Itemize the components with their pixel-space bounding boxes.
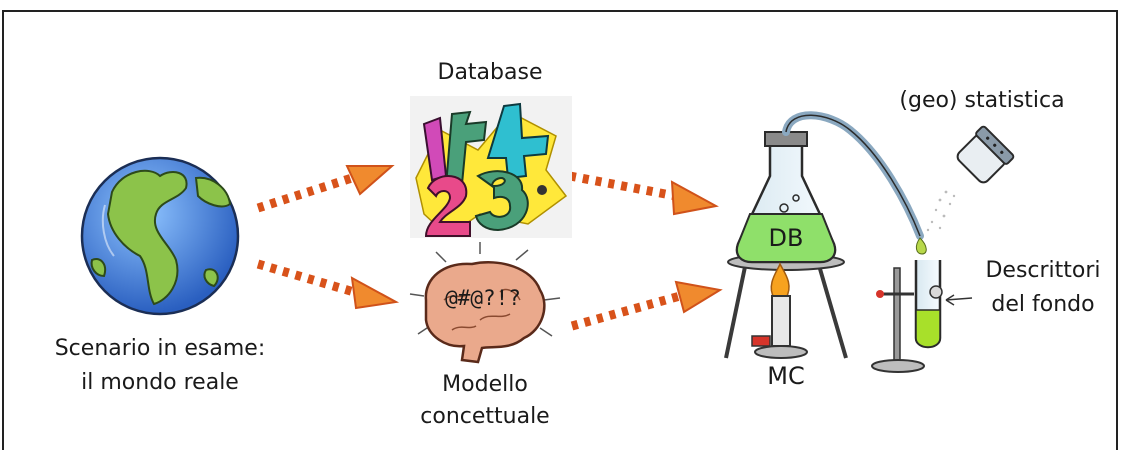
lab-apparatus-icon: DB MC xyxy=(724,111,1015,390)
database-label: Database xyxy=(437,60,543,85)
arrow-database-to-lab xyxy=(569,171,719,216)
database-numbers-icon xyxy=(410,96,572,238)
salt-shaker-icon xyxy=(926,125,1015,232)
scenario-label-line1: Scenario in esame: xyxy=(54,336,266,361)
scenario-label-line2: il mondo reale xyxy=(81,370,239,395)
brain-icon: @#@?!? xyxy=(409,242,561,364)
arrow-model-to-lab xyxy=(570,280,723,331)
burner-label: MC xyxy=(767,362,804,390)
arrow-world-to-database xyxy=(256,165,395,213)
brain-symbols-text: @#@?!? xyxy=(445,286,521,310)
descriptors-label-line1: Descrittori xyxy=(985,258,1101,283)
diagram-frame xyxy=(2,10,1118,450)
descriptors-label-line2: del fondo xyxy=(991,292,1095,317)
earth-icon xyxy=(80,156,240,316)
model-label-line2: concettuale xyxy=(420,404,550,429)
arrow-world-to-model xyxy=(256,259,400,310)
flask-label: DB xyxy=(769,224,804,252)
model-label-line1: Modello xyxy=(442,372,528,397)
statistics-label: (geo) statistica xyxy=(899,88,1065,113)
